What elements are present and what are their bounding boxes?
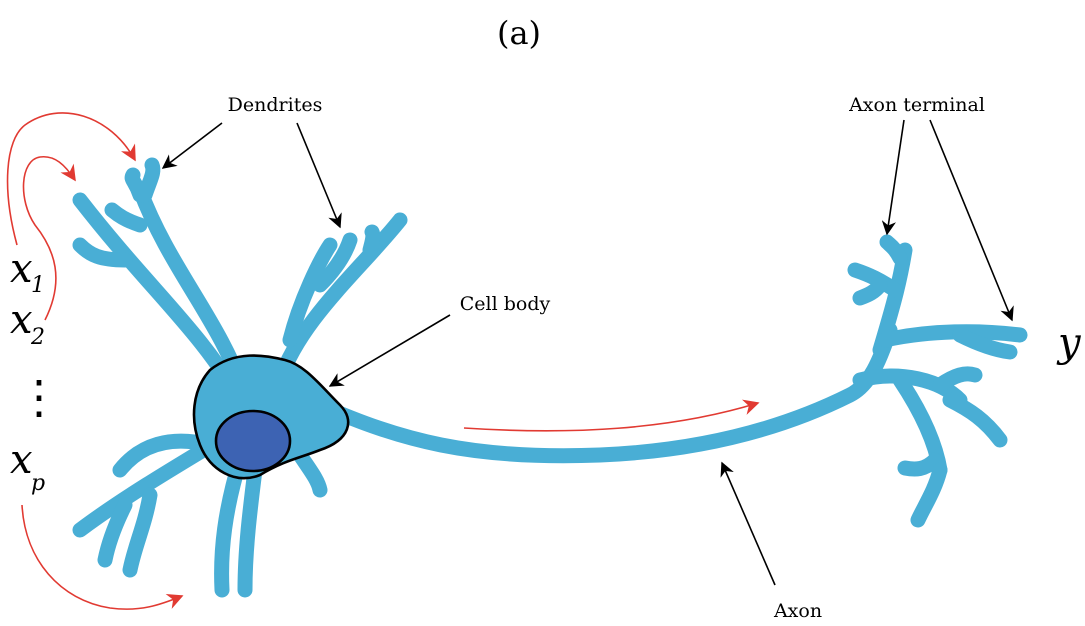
input-xp: x p [10,437,45,496]
input-x1-base: x [10,246,33,292]
input-x2: x 2 [10,297,45,350]
dendrites-pointer-2 [297,123,340,227]
input-x1: x 1 [10,246,45,298]
cell-body-pointer [330,315,450,386]
output-y: y [1056,320,1082,366]
dendrites-label: Dendrites [228,94,323,116]
panel-label: (a) [497,14,541,52]
axon-terminal-label: Axon terminal [848,94,985,116]
cell-body-label: Cell body [460,293,551,315]
axon-terminal-pointer-1 [887,120,904,234]
input-arrow-1 [8,113,135,245]
neuron [80,165,1020,590]
input-x2-base: x [10,297,33,343]
input-xp-sub: p [31,471,45,496]
axon-terminal-branches [855,242,1020,520]
input-xp-base: x [10,437,33,483]
axon-label: Axon [773,600,822,622]
axon-terminal-pointer-2 [930,120,1012,320]
axon-pointer [722,463,775,585]
input-vdots: ⋮ [16,370,62,424]
axon-signal-arrow [464,403,758,431]
dendrites-pointer-1 [163,123,222,168]
input-x2-sub: 2 [30,325,45,350]
input-x1-sub: 1 [31,273,45,298]
axon-shaft [320,330,890,456]
nucleus [216,411,290,471]
